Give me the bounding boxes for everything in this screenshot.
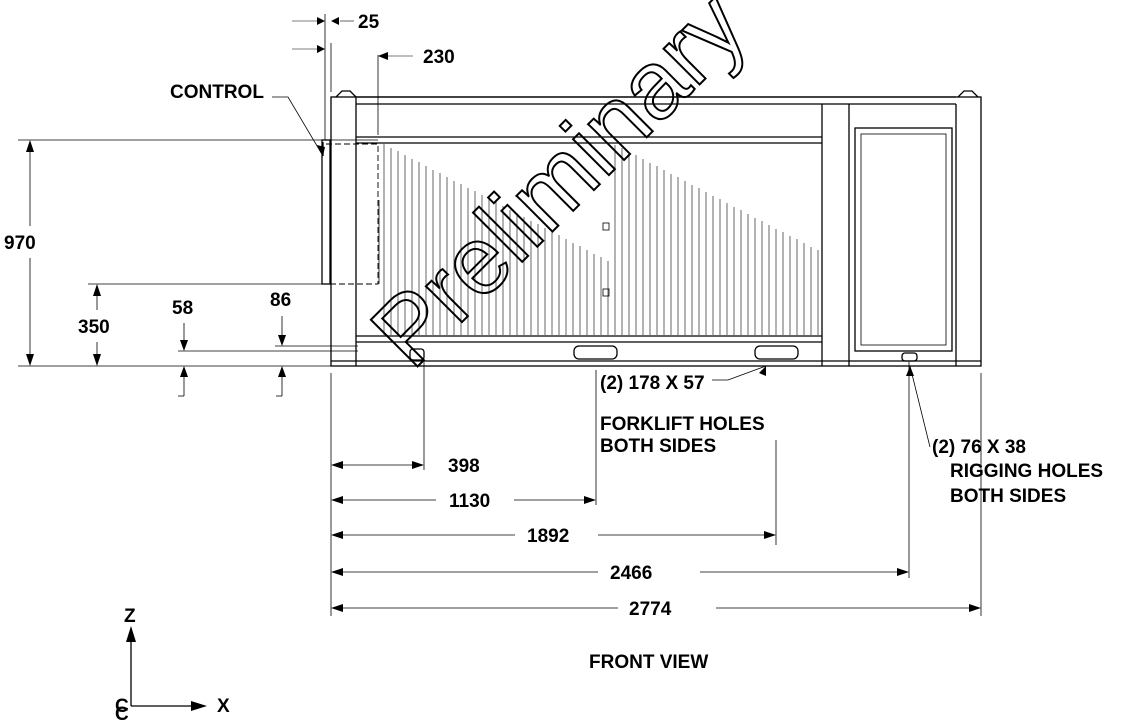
- dim-58-label: 58: [172, 298, 193, 319]
- z-axis-arrow-icon: [126, 626, 136, 642]
- rigging-holes-label-line2: RIGGING HOLES: [950, 461, 1103, 482]
- z-axis-label: Z: [124, 606, 136, 627]
- dimension-labels: 25 230 970 350 58 86 398 1130 1892 2466 …: [4, 12, 672, 620]
- dim-398-label: 398: [448, 456, 480, 477]
- axis-triad: Z X C C: [115, 606, 230, 723]
- callout-labels: CONTROL (2) 178 X 57 FORKLIFT HOLES BOTH…: [170, 82, 1103, 507]
- dim-1892-label: 1892: [527, 526, 569, 547]
- dim-2774-label: 2774: [629, 599, 672, 620]
- dim-350-label: 350: [78, 317, 110, 338]
- forklift-holes-label-line2: FORKLIFT HOLES: [600, 414, 765, 435]
- dim-2466-label: 2466: [610, 563, 652, 584]
- dim-1130-label: 1130: [449, 491, 490, 512]
- dim-86-label: 86: [270, 290, 291, 311]
- forklift-holes-label-line3: BOTH SIDES: [600, 436, 716, 457]
- x-axis-arrow-icon: [191, 701, 207, 711]
- unit-body: [321, 90, 982, 367]
- view-title: FRONT VIEW: [589, 652, 708, 673]
- coil-fins: [383, 144, 819, 335]
- origin-label-overlay: C: [115, 704, 129, 723]
- rigging-holes-label-line3: BOTH SIDES: [950, 486, 1066, 507]
- x-axis-label: X: [217, 696, 230, 717]
- control-label: CONTROL: [170, 82, 264, 103]
- arrowheads: [26, 17, 981, 612]
- origin-label: C: [115, 696, 129, 717]
- dim-25-label: 25: [358, 12, 380, 33]
- rigging-holes-label-line1: (2) 76 X 38: [932, 437, 1026, 458]
- dim-970-label: 970: [4, 233, 36, 254]
- dim-230-label: 230: [423, 47, 455, 68]
- forklift-holes-label-line1: (2) 178 X 57: [600, 373, 705, 394]
- dimension-lines: [18, 14, 982, 616]
